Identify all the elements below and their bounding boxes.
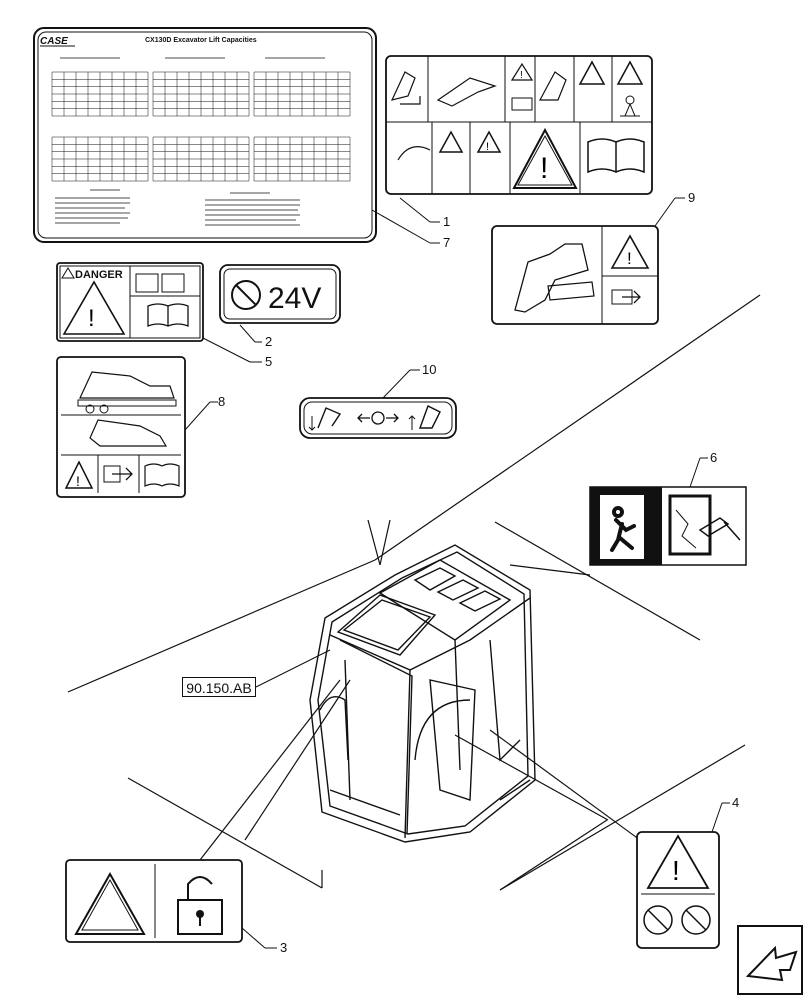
hammer-icon: [698, 517, 741, 541]
callout-2: 2: [265, 334, 272, 349]
danger-label: DANGER: [75, 269, 123, 281]
no-welding-icon: [231, 280, 261, 310]
cab-frame: [309, 544, 536, 843]
svg-text:!: !: [627, 249, 632, 268]
arm-icon: [436, 77, 497, 107]
callout-6: 6: [710, 450, 717, 465]
lift-table-grid: [51, 71, 351, 182]
voltage-decal: 24V: [219, 264, 341, 324]
callout-10: 10: [422, 362, 436, 377]
callout-3: 3: [280, 940, 287, 955]
svg-text:!: !: [520, 70, 523, 81]
callout-9: 9: [688, 190, 695, 205]
lock-warning-decal: [65, 859, 243, 943]
callout-5: 5: [265, 354, 272, 369]
boom-icon: [390, 71, 421, 105]
crane-warning-decal: !: [491, 225, 659, 325]
svg-text:!: !: [672, 855, 680, 886]
case-logo: CASE: [40, 36, 68, 47]
callout-leaders: [184, 197, 730, 949]
manual-book-icon: [587, 138, 645, 174]
callout-7: 7: [443, 235, 450, 250]
svg-text:!: !: [76, 473, 80, 489]
emergency-exit-decal: [589, 486, 747, 566]
control-pattern-decal: [299, 397, 457, 439]
callout-8: 8: [218, 394, 225, 409]
warning-panel-decal: ! ! !: [385, 55, 653, 195]
svg-text:!: !: [486, 141, 489, 153]
danger-decal: DANGER !: [56, 262, 204, 342]
side-warning-decal: !: [636, 831, 720, 949]
unlock-icon: [177, 876, 223, 935]
callout-4: 4: [732, 795, 739, 810]
callout-1: 1: [443, 214, 450, 229]
big-warning-icon: [512, 127, 578, 189]
transport-decal: !: [56, 356, 186, 498]
running-person-icon: [610, 506, 636, 552]
leader-lines: [67, 294, 761, 891]
voltage-label: 24V: [268, 282, 321, 315]
section-reference-label[interactable]: 90.150.AB: [182, 677, 256, 697]
lift-capacity-decal: CASE CX130D Excavator Lift Capacities: [33, 27, 377, 243]
next-page-arrow-icon[interactable]: [737, 925, 803, 995]
svg-text:!: !: [540, 152, 548, 185]
lift-chart-title: CX130D Excavator Lift Capacities: [145, 37, 257, 44]
svg-text:!: !: [88, 305, 95, 332]
